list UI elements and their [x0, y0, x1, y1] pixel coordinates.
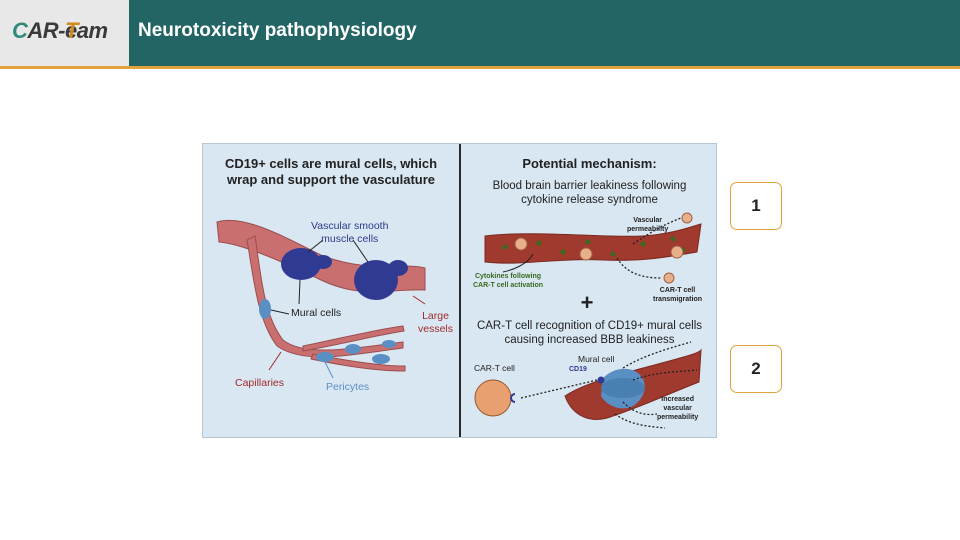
- bbb-heading-line-2: cytokine release syndrome: [521, 194, 658, 206]
- cytokines-label: Cytokines following CAR-T cell activatio…: [473, 272, 543, 290]
- recognition-line-2: causing increased BBB leakiness: [504, 334, 675, 346]
- slide-title: Neurotoxicity pathophysiology: [138, 20, 417, 41]
- large-vessels-line-2: vessels: [418, 323, 454, 335]
- increased-line-2: vascular: [663, 405, 692, 412]
- pericyte-2: [316, 352, 334, 362]
- capillaries-label: Capillaries: [235, 377, 285, 389]
- car-t-in-vessel-2: [579, 247, 593, 261]
- pericyte-5: [382, 340, 396, 348]
- car-t-cell: [474, 379, 512, 417]
- bbb-vessel: [484, 223, 702, 264]
- bbb-heading-line-1: Blood brain barrier leakiness following: [492, 180, 687, 192]
- left-heading-line-1: CD19+ cells are mural cells, which: [224, 156, 438, 171]
- pathophysiology-figure: CD19+ cells are mural cells, which wrap …: [202, 143, 717, 438]
- cytokines-line-1: Cytokines following: [474, 273, 542, 280]
- capillary-upper: [302, 325, 405, 352]
- cd19-label: CD19: [569, 366, 587, 373]
- large-vessels-label: Large vessels: [418, 310, 453, 336]
- callout-1: 1: [730, 182, 782, 230]
- right-panel-heading: Potential mechanism:: [522, 156, 657, 171]
- vsmc-label-line-1: Vascular smooth: [311, 220, 389, 232]
- pericyte-4: [372, 354, 390, 364]
- bbb-leakiness-heading: Blood brain barrier leakiness following …: [461, 179, 718, 207]
- plus-sign: +: [580, 290, 594, 315]
- increased-line-1: Increased: [661, 396, 694, 403]
- transmigration-label: CAR-T cell transmigration: [653, 286, 702, 304]
- panel-divider: [459, 144, 461, 437]
- pericyte-1: [259, 299, 271, 319]
- car-t-in-vessel-3: [670, 245, 684, 259]
- transmigration-line-1: CAR-T cell: [659, 287, 696, 294]
- car-t-recognition-heading: CAR-T cell recognition of CD19+ mural ce…: [461, 319, 718, 347]
- capillary-lower: [310, 353, 406, 372]
- pericyte-3: [345, 344, 361, 354]
- car-t-leaving-1: [681, 212, 693, 224]
- car-t-cell-label: CAR-T cell: [474, 363, 515, 373]
- left-heading-line-2: wrap and support the vasculature: [226, 172, 436, 187]
- callout-2: 2: [730, 345, 782, 393]
- vsmc-label: Vascular smooth muscle cells: [311, 220, 388, 246]
- figure-illustration: [216, 212, 702, 429]
- increased-line-3: permeability: [657, 414, 699, 421]
- pericytes-label: Pericytes: [326, 381, 370, 393]
- vsmc-cell-4: [314, 255, 332, 269]
- transmigration-line-2: transmigration: [653, 296, 703, 303]
- large-vessels-line-1: Large: [422, 310, 449, 322]
- cytokines-line-2: CAR-T cell activation: [473, 282, 544, 289]
- car-t-in-vessel-1: [514, 237, 528, 251]
- vsmc-cell-2: [354, 260, 398, 300]
- vascular-permeability-line-2: permeability: [627, 226, 669, 233]
- header-divider: [0, 66, 960, 69]
- vsmc-cell-3: [388, 260, 408, 276]
- vascular-permeability-line-1: Vascular: [633, 217, 663, 224]
- left-panel-heading: CD19+ cells are mural cells, which wrap …: [203, 156, 459, 188]
- vsmc-label-line-2: muscle cells: [321, 233, 379, 245]
- increased-permeability-label: Increased vascular permeability: [657, 395, 698, 422]
- car-t-leaving-2: [663, 272, 675, 284]
- cd19-receptor: [597, 376, 605, 384]
- vsmc-cell-1: [281, 248, 321, 280]
- recognition-line-1: CAR-T cell recognition of CD19+ mural ce…: [476, 320, 703, 332]
- mural-cells-label: Mural cells: [291, 307, 342, 319]
- vascular-permeability-label: Vascular permeability: [627, 216, 668, 234]
- mural-cell-label: Mural cell: [578, 354, 615, 364]
